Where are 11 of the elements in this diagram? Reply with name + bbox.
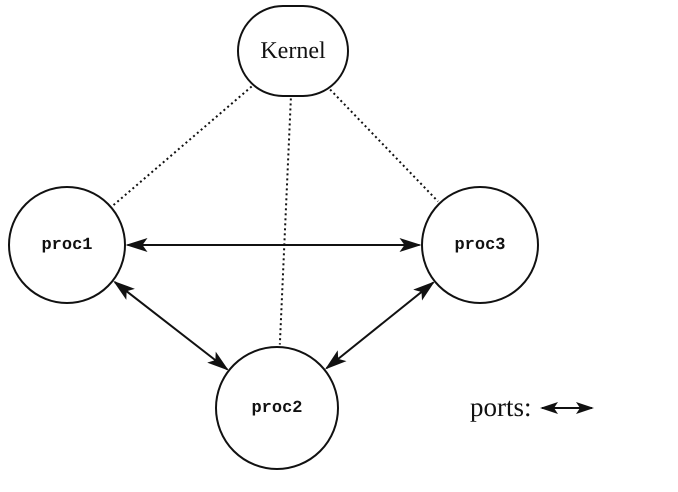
connector-line	[112, 86, 252, 207]
node-label: Kernel	[260, 38, 326, 64]
connector-line	[329, 88, 439, 202]
node-label: proc3	[454, 236, 506, 254]
port-arrow	[126, 238, 422, 252]
legend-label: ports:	[470, 392, 532, 423]
port-arrow	[113, 280, 229, 371]
node-label: proc2	[251, 398, 302, 418]
connector-line	[278, 98, 292, 345]
port-arrow	[324, 281, 435, 370]
node-label: proc1	[41, 236, 92, 254]
